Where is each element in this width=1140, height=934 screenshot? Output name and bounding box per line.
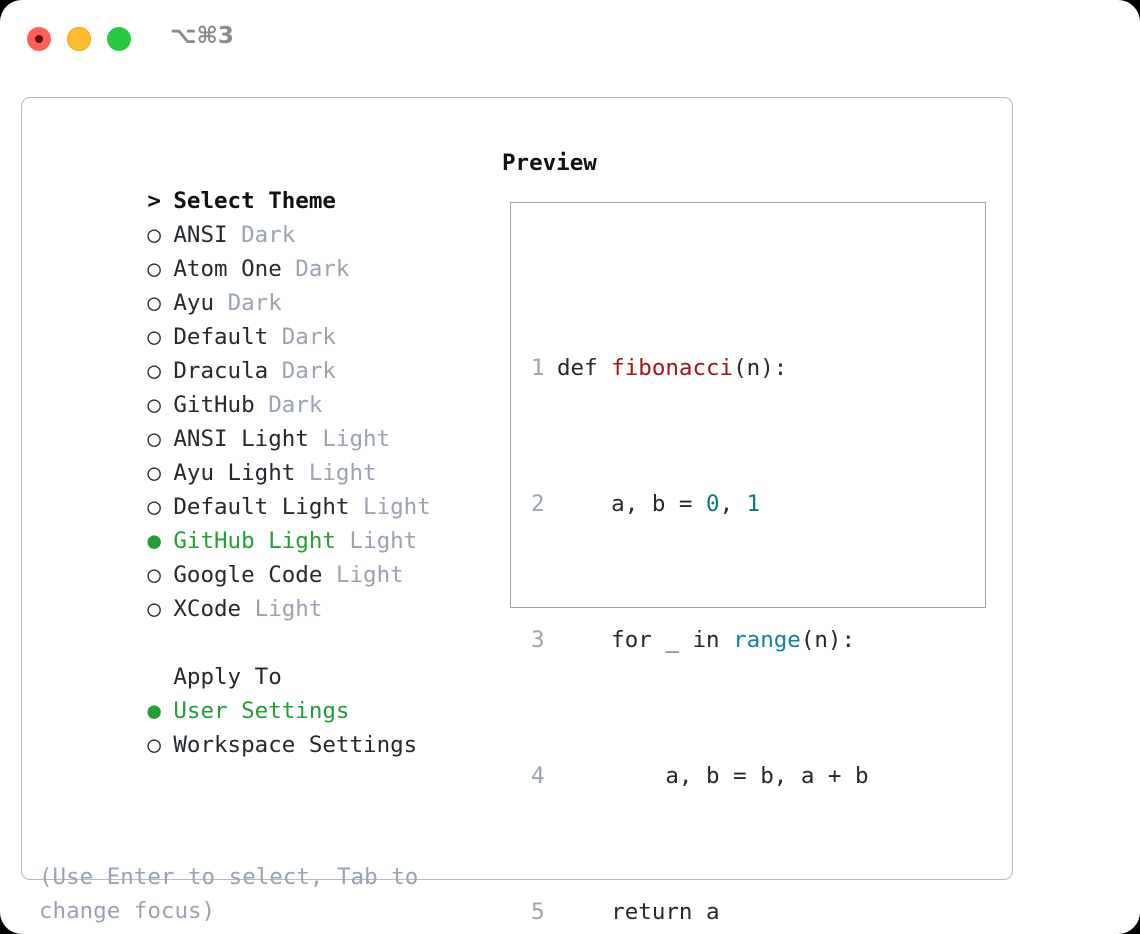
theme-selector-panel: >Select Theme ○ANSI Dark ○Atom One Dark … xyxy=(21,97,1013,925)
keyboard-hint-line-2: change focus) xyxy=(39,898,216,924)
keyboard-hint-line-1: (Use Enter to select, Tab to xyxy=(39,864,419,890)
code-token: (n): xyxy=(733,355,788,381)
line-number: 3 xyxy=(531,627,545,653)
theme-item-default-dark[interactable]: ○ Default Dark xyxy=(39,286,499,350)
theme-list-title: Select Theme xyxy=(173,188,336,214)
theme-item-label: Ayu xyxy=(173,290,215,316)
keyboard-shortcut-label: ⌥⌘3 xyxy=(170,23,234,49)
radio-unselected-icon: ○ xyxy=(147,290,161,316)
code-line: 5 return a xyxy=(531,895,896,929)
code-token-number: 1 xyxy=(746,491,761,517)
code-token-call: range xyxy=(733,627,801,653)
apply-to-marker-blank xyxy=(147,660,173,694)
code-token: a, b = xyxy=(557,491,707,517)
minimize-button[interactable] xyxy=(67,27,91,51)
close-button[interactable] xyxy=(27,27,51,51)
radio-unselected-icon: ○ xyxy=(147,324,161,350)
apply-to-item-label: Workspace Settings xyxy=(173,732,418,758)
apply-to-item-label: User Settings xyxy=(173,698,350,724)
theme-item-label: GitHub xyxy=(173,392,255,418)
title-bar: ⌥⌘3 xyxy=(0,0,1140,78)
theme-item-label: Default Light xyxy=(173,494,350,520)
theme-item-label: Dracula xyxy=(173,358,269,384)
code-token: def xyxy=(557,355,612,381)
theme-item-github-light[interactable]: ● GitHub Light Light xyxy=(39,490,499,554)
keyboard-hint: (Use Enter to select, Tab to change focu… xyxy=(39,860,459,928)
theme-item-label: GitHub Light xyxy=(173,528,336,554)
radio-unselected-icon: ○ xyxy=(147,732,161,758)
theme-item-default-light[interactable]: ○ Default Light Light xyxy=(39,456,499,520)
radio-selected-icon: ● xyxy=(147,698,161,724)
radio-unselected-icon: ○ xyxy=(147,494,161,520)
theme-item-label: Ayu Light xyxy=(173,460,296,486)
theme-item-ansi-dark[interactable]: ○ ANSI Dark xyxy=(39,184,499,248)
theme-item-ayu-dark[interactable]: ○ Ayu Dark xyxy=(39,252,499,316)
theme-item-badge: Dark xyxy=(241,222,296,248)
code-token-number: 0 xyxy=(706,491,720,517)
code-token: for _ in xyxy=(557,627,734,653)
radio-unselected-icon: ○ xyxy=(147,358,161,384)
code-line: 1 def fibonacci(n): xyxy=(531,351,896,385)
line-number: 4 xyxy=(531,763,545,789)
theme-item-label: XCode xyxy=(173,596,242,622)
code-line: 3 for _ in range(n): xyxy=(531,623,896,657)
code-line: 4 a, b = b, a + b xyxy=(531,759,896,793)
theme-item-badge: Light xyxy=(322,426,391,452)
code-token: , xyxy=(719,491,747,517)
theme-item-badge: Dark xyxy=(281,358,336,384)
theme-item-google-code-light[interactable]: ○ Google Code Light xyxy=(39,524,499,588)
theme-item-label: ANSI xyxy=(173,222,228,248)
apply-to-header: Apply To xyxy=(39,626,499,690)
radio-unselected-icon: ○ xyxy=(147,426,161,452)
code-token: a, b = b, a + b xyxy=(557,763,869,789)
code-token-function: fibonacci xyxy=(611,355,734,381)
line-number: 1 xyxy=(531,355,545,381)
theme-item-github-dark[interactable]: ○ GitHub Dark xyxy=(39,354,499,418)
theme-item-badge: Light xyxy=(363,494,431,520)
zoom-button[interactable] xyxy=(107,27,131,51)
theme-item-badge: Light xyxy=(349,528,418,554)
radio-selected-icon: ● xyxy=(147,528,161,554)
theme-item-badge: Dark xyxy=(281,324,336,350)
theme-item-ansi-light[interactable]: ○ ANSI Light Light xyxy=(39,388,499,452)
theme-item-badge: Dark xyxy=(295,256,350,282)
theme-list: >Select Theme ○ANSI Dark ○Atom One Dark … xyxy=(39,150,499,758)
preview-title: Preview xyxy=(502,150,597,176)
radio-unselected-icon: ○ xyxy=(147,460,161,486)
radio-unselected-icon: ○ xyxy=(147,256,161,282)
apply-to-title: Apply To xyxy=(173,664,282,690)
theme-item-label: Default xyxy=(173,324,269,350)
theme-item-label: Atom One xyxy=(173,256,282,282)
theme-item-badge: Light xyxy=(335,562,404,588)
theme-item-badge: Dark xyxy=(268,392,323,418)
radio-unselected-icon: ○ xyxy=(147,392,161,418)
theme-item-badge: Dark xyxy=(227,290,282,316)
theme-item-label: ANSI Light xyxy=(173,426,309,452)
radio-unselected-icon: ○ xyxy=(147,562,161,588)
code-token: (n): xyxy=(800,627,856,653)
theme-item-xcode-light[interactable]: ○ XCode Light xyxy=(39,558,499,622)
code-line: 2 a, b = 0, 1 xyxy=(531,487,896,521)
radio-unselected-icon: ○ xyxy=(147,596,161,622)
radio-unselected-icon: ○ xyxy=(147,222,161,248)
theme-list-header: > Select Theme xyxy=(39,150,499,214)
theme-item-dracula-dark[interactable]: ○ Dracula Dark xyxy=(39,320,499,384)
theme-item-ayu-light[interactable]: ○ Ayu Light Light xyxy=(39,422,499,486)
theme-item-badge: Light xyxy=(308,460,377,486)
theme-item-badge: Light xyxy=(254,596,323,622)
line-number: 5 xyxy=(531,899,545,925)
code-token: return a xyxy=(557,899,720,925)
prompt-caret-icon: > xyxy=(147,188,161,214)
apply-to-user-settings[interactable]: ● User Settings xyxy=(39,660,499,724)
apply-to-workspace-settings[interactable]: ○ Workspace Settings xyxy=(39,694,499,758)
theme-item-label: Google Code xyxy=(173,562,323,588)
theme-item-atom-one-dark[interactable]: ○ Atom One Dark xyxy=(39,218,499,282)
line-number: 2 xyxy=(531,491,545,517)
